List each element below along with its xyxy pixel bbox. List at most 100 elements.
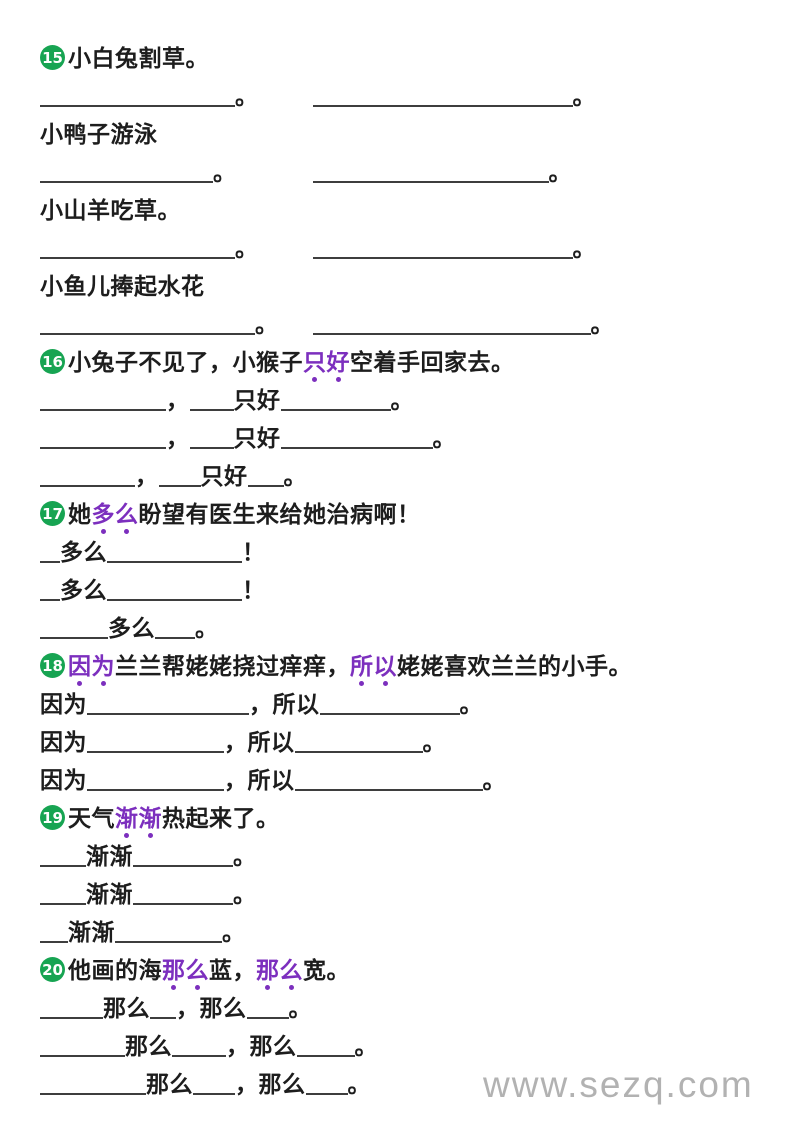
hint-word-highlight: 多么 (91, 501, 139, 535)
punctuation: 。 (548, 159, 572, 186)
worksheet-row: 。。 (40, 224, 790, 262)
punctuation: 。 (390, 387, 414, 414)
punctuation: ， (224, 767, 248, 794)
text-run: 她 (68, 501, 92, 528)
answer-blank (189, 447, 234, 449)
answer-blank (189, 409, 234, 411)
answer-blank (107, 561, 242, 563)
punctuation: ， (249, 691, 273, 718)
text-run: 热起来了。 (162, 805, 280, 832)
emphasized-char: 那 (256, 957, 280, 991)
answer-blank (40, 447, 166, 449)
worksheet-row: 渐渐。 (40, 870, 790, 908)
worksheet-row: 渐渐 。 (40, 908, 790, 946)
answer-blank (40, 561, 60, 563)
answer-blank (312, 105, 573, 107)
answer-blank (312, 257, 573, 259)
answer-blank (305, 1093, 348, 1095)
text-run: 姥姥喜欢兰兰的小手。 (397, 653, 632, 680)
text-run: 多么 (60, 577, 107, 604)
worksheet-row: 因为，所以。 (40, 756, 790, 794)
text-run: 兰兰帮姥姥挠过痒痒， (115, 653, 350, 680)
text-run: 所以 (247, 729, 295, 756)
emphasized-char: 么 (115, 501, 139, 535)
punctuation: 。 (283, 463, 307, 490)
worksheet-row: 多么！ (40, 528, 790, 566)
worksheet-row: ，只好。 (40, 376, 790, 414)
worksheet-row: 因为，所以。 (40, 718, 790, 756)
worksheet-row: ，只好。 (40, 452, 790, 490)
item-number-badge: 18 (40, 653, 65, 678)
emphasized-char: 么 (185, 957, 209, 991)
text-run: 只好 (233, 425, 281, 452)
item-number-badge: 15 (40, 45, 65, 70)
answer-blank (40, 409, 166, 411)
hint-word-highlight: 只好 (303, 349, 350, 383)
answer-blank (40, 1093, 146, 1095)
item-number-badge: 17 (40, 501, 65, 526)
emphasized-char: 渐 (115, 805, 139, 839)
emphasized-char: 多 (91, 501, 115, 535)
punctuation: 。 (233, 843, 257, 870)
answer-blank (115, 941, 222, 943)
punctuation: ！ (242, 577, 266, 604)
text-run: 渐渐 (68, 919, 115, 946)
punctuation: 。 (347, 1071, 371, 1098)
emphasized-char: 只 (303, 349, 327, 383)
emphasized-char: 渐 (138, 805, 162, 839)
text-run: 那么 (258, 1071, 306, 1098)
worksheet-row: 渐渐。 (40, 832, 790, 870)
answer-blank (155, 637, 195, 639)
punctuation: 。 (590, 311, 614, 338)
text-run: 那么 (249, 1033, 297, 1060)
text-run: 那么 (103, 995, 150, 1022)
emphasized-char: 所 (350, 653, 374, 687)
text-run: 空着手回家去。 (350, 349, 515, 376)
text-run: 因为 (40, 767, 87, 794)
text-run: 渐渐 (86, 881, 133, 908)
worksheet-row: 因为，所以。 (40, 680, 790, 718)
text-run: 那么 (199, 995, 247, 1022)
answer-blank (247, 485, 284, 487)
punctuation: 。 (572, 235, 596, 262)
answer-blank (150, 1017, 176, 1019)
answer-blank (296, 1055, 355, 1057)
worksheet-row: 小鸭子游泳 (40, 110, 790, 148)
punctuation: 。 (288, 995, 312, 1022)
emphasized-char: 好 (326, 349, 350, 383)
answer-blank (40, 333, 255, 335)
text-run: 只好 (233, 387, 281, 414)
answer-blank (40, 903, 86, 905)
hint-word-highlight: 那么 (256, 957, 303, 991)
hint-word-highlight: 那么 (162, 957, 209, 991)
punctuation: 。 (195, 615, 219, 642)
answer-blank (40, 941, 68, 943)
answer-blank (280, 447, 433, 449)
answer-blank (87, 713, 249, 715)
text-run: 所以 (247, 767, 295, 794)
text-run: 只好 (200, 463, 248, 490)
answer-blank (40, 865, 86, 867)
text-run: 他画的海 (68, 957, 162, 984)
punctuation: 。 (255, 311, 279, 338)
punctuation: 。 (222, 919, 246, 946)
text-run: 小山羊吃草。 (40, 197, 181, 224)
answer-blank (40, 485, 135, 487)
answer-blank (40, 1017, 103, 1019)
text-run: 盼望有医生来给她治病啊！ (138, 501, 421, 528)
answer-blank (133, 865, 233, 867)
worksheet-row: 那么，那么。 (40, 984, 790, 1022)
text-run: 小鱼儿捧起水花 (40, 273, 205, 300)
hint-word-highlight: 渐渐 (115, 805, 162, 839)
answer-blank (133, 903, 233, 905)
worksheet-row: 。。 (40, 300, 790, 338)
worksheet-row: 那么，那么。 (40, 1022, 790, 1060)
